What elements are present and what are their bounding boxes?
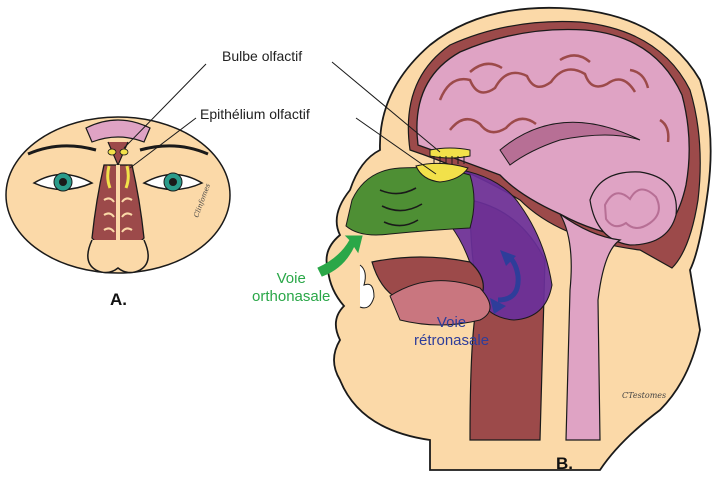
label-epithelium-olfactif: Epithélium olfactif bbox=[200, 106, 310, 122]
voie-retro-line1: Voie bbox=[436, 314, 467, 331]
olfactory-nerves bbox=[433, 156, 465, 164]
brain-gyri bbox=[438, 54, 670, 143]
panel-label-b: B. bbox=[556, 454, 573, 473]
eye-right bbox=[142, 172, 204, 192]
eye-left bbox=[32, 172, 94, 192]
corpus-callosum bbox=[499, 121, 641, 166]
brain-cap bbox=[85, 119, 151, 143]
panel-label-a: A. bbox=[110, 290, 127, 309]
turbinates-b bbox=[379, 187, 423, 227]
panel-a-face: Clinfomes bbox=[5, 116, 231, 274]
label-voie-retronasale: Voie rétronasale bbox=[414, 314, 489, 350]
eyebrow-right bbox=[139, 144, 209, 156]
teeth bbox=[359, 264, 375, 309]
epithelium-olfactif-b bbox=[415, 162, 469, 183]
label-leaders bbox=[123, 61, 441, 175]
retro-arrowhead bbox=[500, 250, 516, 266]
leader-bulbe-a bbox=[123, 63, 207, 149]
voie-retro-line2: rétronasale bbox=[414, 332, 490, 349]
nasal-cavity-b bbox=[345, 167, 475, 236]
label-bulbe-olfactif: Bulbe olfactif bbox=[222, 48, 303, 64]
ortho-arrow bbox=[317, 235, 363, 277]
brainstem bbox=[559, 213, 622, 441]
nose-outline bbox=[87, 239, 149, 274]
voie-ortho-line2: orthonasale bbox=[252, 288, 331, 305]
bulbe-olfactif-b bbox=[429, 147, 471, 159]
leader-bulbe-b bbox=[331, 61, 441, 153]
leader-epithelium-b bbox=[355, 117, 437, 175]
retro-arrowhead-bottom bbox=[490, 298, 506, 314]
cerebellum-folia bbox=[603, 188, 660, 229]
label-voie-orthonasale: Voie orthonasale bbox=[252, 270, 330, 306]
eyebrow-left bbox=[27, 144, 97, 156]
voie-ortho-line1: Voie bbox=[276, 270, 306, 287]
epithelium-olfactif-a bbox=[106, 165, 130, 189]
signature-b: CTestomes bbox=[622, 391, 666, 400]
tongue bbox=[389, 280, 491, 326]
bulbe-olfactif-a bbox=[119, 148, 129, 156]
turbinates bbox=[103, 197, 133, 233]
panel-b-head: CTestomes bbox=[317, 6, 712, 471]
bulbe-olfactif-a bbox=[107, 148, 117, 156]
retro-arrow bbox=[497, 254, 521, 303]
leader-epithelium-a bbox=[129, 117, 197, 169]
